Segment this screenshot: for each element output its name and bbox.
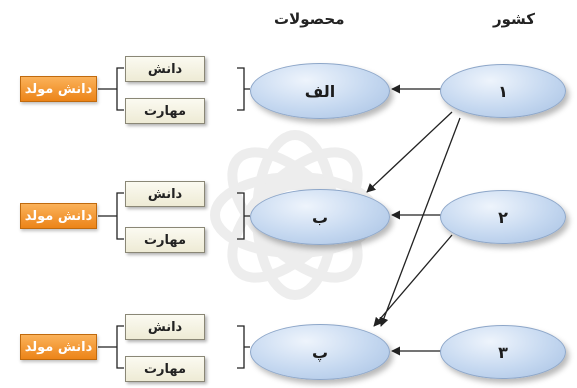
product-node-pe: پ: [250, 324, 390, 380]
productive-knowledge-box: دانش مولد: [20, 76, 97, 102]
knowledge-box: دانش: [125, 181, 205, 207]
country-label: ۲: [498, 207, 508, 227]
knowledge-box: دانش: [125, 314, 205, 340]
products-header: محصولات: [274, 10, 345, 28]
product-label: ب: [311, 207, 329, 227]
country-node-2: ۲: [440, 190, 566, 244]
country-node-1: ۱: [440, 64, 566, 118]
country-label: ۱: [498, 81, 508, 101]
product-label: پ: [311, 342, 329, 362]
country-label: ۳: [498, 342, 508, 362]
arrow-1-to-be: [366, 111, 453, 193]
productive-knowledge-box: دانش مولد: [20, 203, 97, 229]
skill-box: مهارت: [125, 98, 205, 124]
countries-header: کشور: [493, 10, 536, 28]
productive-knowledge-box: دانش مولد: [20, 334, 97, 360]
skill-box: مهارت: [125, 227, 205, 253]
product-node-be: ب: [250, 189, 390, 245]
skill-box: مهارت: [125, 356, 205, 382]
country-node-3: ۳: [440, 325, 566, 379]
arrow-1-to-pe: [379, 117, 461, 327]
arrow-2-to-pe: [373, 234, 453, 327]
product-node-alef: الف: [250, 63, 390, 119]
product-label: الف: [304, 81, 336, 101]
knowledge-box: دانش: [125, 56, 205, 82]
